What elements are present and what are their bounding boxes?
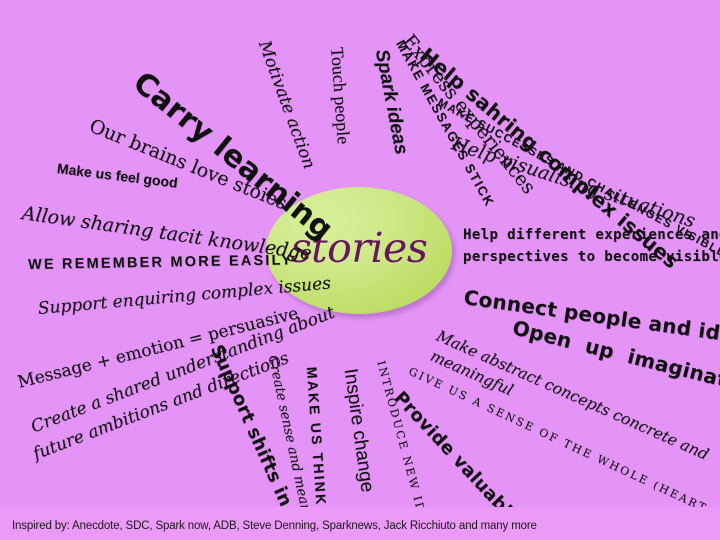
spoke-help-different-experiences-line1: Help different experiences and [463,227,720,243]
spoke-touch-people: Touch people [327,46,354,145]
spoke-inspire-change: Inspire change [339,367,378,494]
footer-credit-text: Inspired by: Anecdote, SDC, Spark now, A… [12,520,537,532]
spoke-motivate-action: Motivate action [254,37,320,172]
footer-band [0,507,720,540]
spoke-help-different-experiences-line2: perspectives to become visible [463,249,720,265]
central-node-label: stories [290,224,428,272]
central-node-stories: stories [266,187,452,314]
